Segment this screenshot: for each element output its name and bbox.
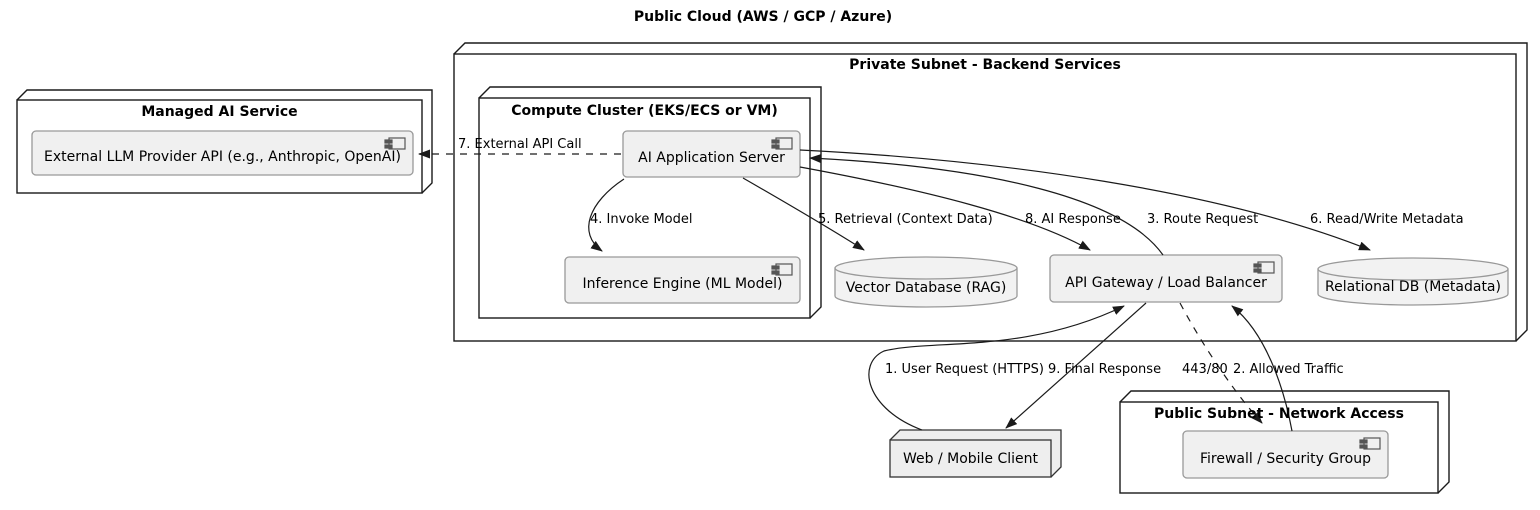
api-gateway-component [1049, 254, 1283, 303]
private-subnet-title: Private Subnet - Backend Services [849, 57, 1121, 73]
arrow-label-external-api: 7. External API Call [458, 137, 582, 152]
vector-db-label: Vector Database (RAG) [845, 280, 1007, 296]
arrow-4-invoke-model [588, 178, 625, 252]
arrow-2-allowed-traffic [1231, 305, 1293, 432]
component-icon [771, 263, 793, 276]
component-icon [384, 137, 406, 150]
arrow-label-port-443-80: 443/80 [1182, 362, 1228, 377]
arrow-8-ai-response [799, 166, 1091, 251]
external-llm-api-component [31, 130, 414, 176]
arrow-9-final-response [1005, 302, 1147, 429]
arrow-label-user-request: 1. User Request (HTTPS) [885, 362, 1044, 377]
arrow-label-ai-response: 8. AI Response [1025, 212, 1121, 227]
web-mobile-client-label: Web / Mobile Client [902, 450, 1039, 467]
component-icon [771, 137, 793, 150]
vector-db-cylinder [834, 256, 1018, 308]
inference-engine-component [564, 256, 801, 304]
relational-db-label: Relational DB (Metadata) [1325, 279, 1501, 295]
arrow-label-allowed-traffic: 2. Allowed Traffic [1233, 362, 1344, 377]
public-subnet-title: Public Subnet - Network Access [1154, 406, 1404, 422]
relational-db-cylinder [1317, 257, 1509, 306]
arrow-label-route-request: 3. Route Request [1147, 212, 1259, 227]
arrow-label-read-write: 6. Read/Write Metadata [1310, 212, 1464, 227]
external-llm-api-label: External LLM Provider API (e.g., Anthrop… [44, 149, 401, 165]
arrow-3-route-request [809, 154, 1164, 256]
arrow-5-retrieval [742, 177, 865, 251]
inference-engine-label: Inference Engine (ML Model) [582, 276, 783, 292]
firewall-label: Firewall / Security Group [1200, 450, 1371, 467]
arrow-443-80 [1179, 302, 1263, 424]
managed-ai-service-title: Managed AI Service [141, 104, 298, 120]
arrow-label-retrieval: 5. Retrieval (Context Data) [818, 212, 993, 227]
web-mobile-client-box [889, 429, 1062, 478]
arrow-label-final-response: 9. Final Response [1048, 362, 1162, 377]
component-icon [1359, 437, 1381, 450]
arrow-label-invoke-model: 4. Invoke Model [590, 212, 693, 227]
firewall-component [1182, 430, 1389, 479]
ai-application-server-component [622, 130, 801, 178]
diagram-title: Public Cloud (AWS / GCP / Azure) [633, 9, 893, 25]
arrow-1-user-request [868, 305, 1125, 431]
ai-application-server-label: AI Application Server [638, 150, 785, 166]
component-icon [1253, 261, 1275, 274]
compute-cluster-title: Compute Cluster (EKS/ECS or VM) [511, 103, 778, 119]
api-gateway-label: API Gateway / Load Balancer [1065, 274, 1267, 291]
arrow-6-read-write-metadata [799, 149, 1371, 251]
